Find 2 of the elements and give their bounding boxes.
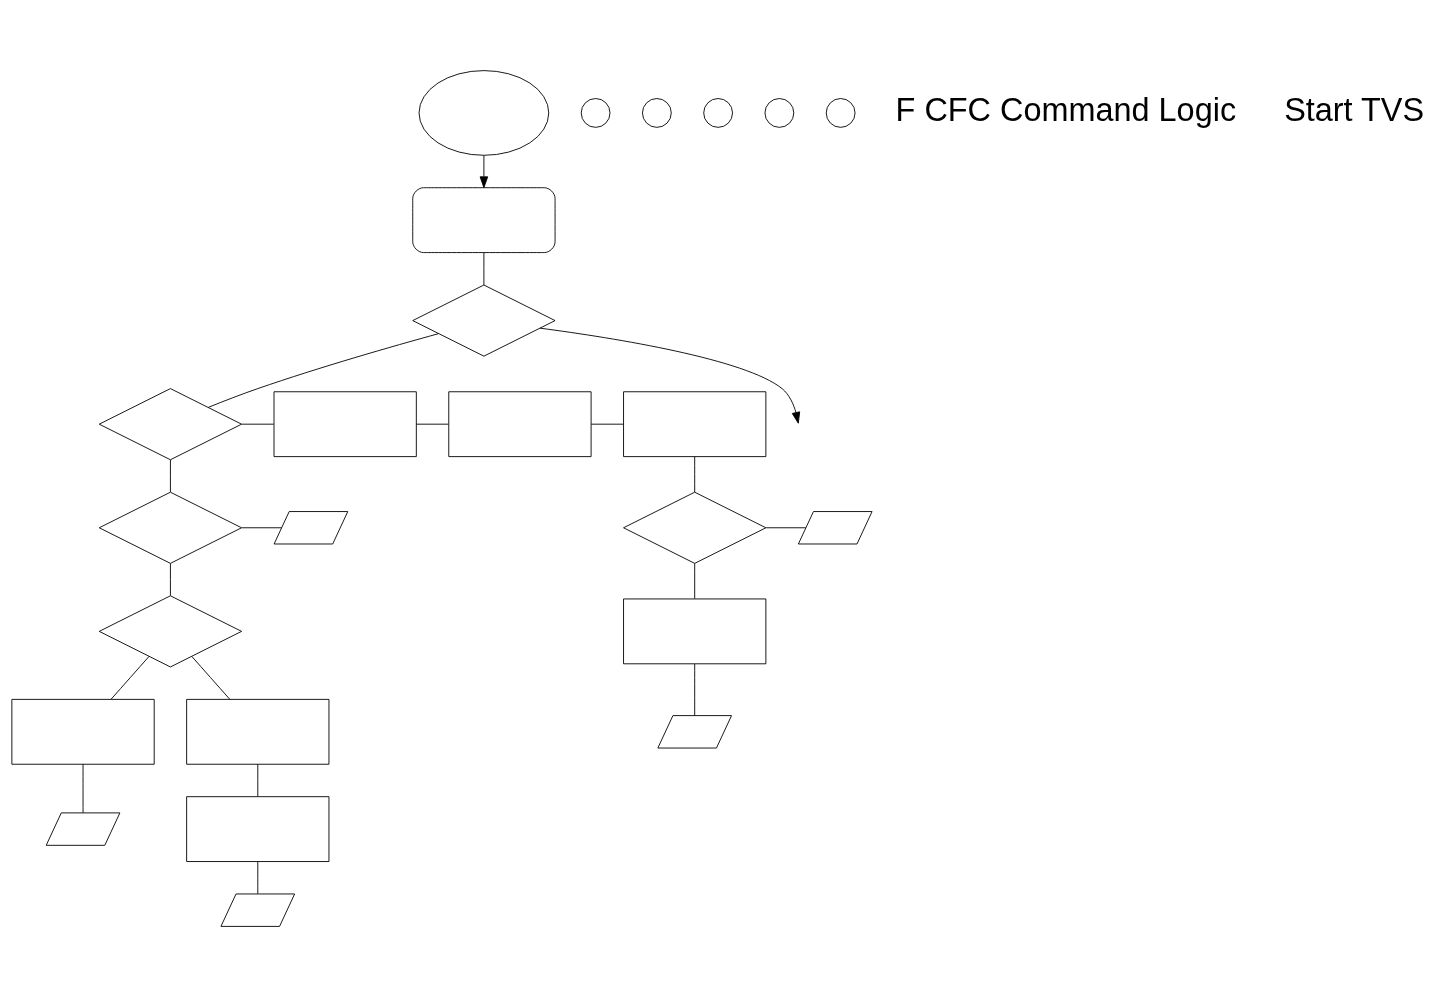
label: Start TVS (1284, 91, 1425, 128)
label: F CFC Command Logic (895, 91, 1237, 128)
